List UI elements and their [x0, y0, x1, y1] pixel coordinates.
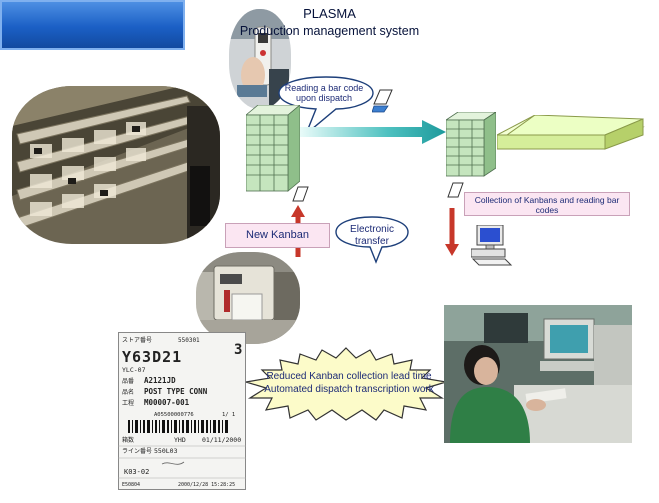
card-line-code: YLC-07	[122, 366, 146, 374]
kanban-card-icon	[292, 186, 309, 202]
plasma-subtitle: Production management system	[239, 24, 420, 38]
benefits-burst-text: Reduced Kanban collection lead time Auto…	[256, 370, 442, 396]
warehouse-shelves-photo	[12, 86, 220, 244]
card-part-number: A2121JD	[144, 376, 176, 385]
reading-callout-text: Reading a bar code upon dispatch	[284, 83, 364, 103]
card-page: 1/ 1	[222, 412, 235, 418]
card-barcode	[128, 420, 228, 433]
card-badge: 3	[234, 342, 242, 358]
right-server-icon	[446, 112, 496, 177]
desktop-pc-icon	[471, 225, 513, 266]
card-date: 01/11/2000	[202, 436, 241, 444]
card-header-code: 550301	[178, 337, 200, 344]
collection-arrow-down	[445, 208, 459, 256]
label-printer-photo	[196, 252, 300, 344]
card-footer-right: 2000/12/28 15:28:25	[178, 482, 235, 488]
new-kanban-box: New Kanban	[225, 223, 330, 248]
transfer-arrow-teal	[300, 120, 446, 144]
electronic-callout-text: Electronic transfer	[350, 224, 394, 247]
collection-box: Collection of Kanbans and reading bar co…	[464, 192, 630, 216]
kanban-card: ストア番号 550301 3 Y63D21 YLC-07 品番 A2121JD …	[118, 332, 246, 490]
card-qty-label: 箱数	[122, 436, 134, 444]
factory-building-icon	[497, 115, 645, 150]
card-footer-left: E50804	[122, 482, 140, 488]
plasma-title: PLASMA	[303, 6, 356, 21]
card-bottom-code: K03-02	[124, 468, 149, 476]
benefits-burst	[245, 347, 447, 421]
card-part-code: Y63D21	[122, 348, 182, 366]
electronic-callout-bubble	[335, 216, 409, 264]
card-line-label: ライン番号	[122, 448, 152, 455]
card-supplier: YHD	[174, 436, 186, 444]
kanban-card-icon	[447, 182, 464, 198]
benefit-line-1: Reduced Kanban collection lead time	[266, 371, 432, 382]
collection-box-text: Collection of Kanbans and reading bar co…	[474, 195, 620, 215]
kanban-card-icon	[372, 89, 393, 113]
plasma-system-box: PLASMA Production management system	[0, 0, 419, 50]
operator-workstation-photo	[444, 305, 632, 443]
benefit-line-2: Automated dispatch transcription work	[264, 384, 434, 395]
card-line-no: 550L03	[154, 447, 178, 455]
card-small-id: A05500000776	[154, 412, 194, 418]
new-kanban-text: New Kanban	[246, 229, 309, 241]
card-part-name: POST TYPE CONN	[144, 387, 208, 396]
card-part-name-label: 品名	[122, 388, 134, 396]
card-header-left: ストア番号	[122, 337, 152, 344]
card-process-label: 工程	[122, 399, 134, 407]
card-process-no: M00007-001	[144, 398, 190, 407]
left-server-icon	[246, 105, 300, 192]
card-part-number-label: 品番	[122, 378, 134, 385]
